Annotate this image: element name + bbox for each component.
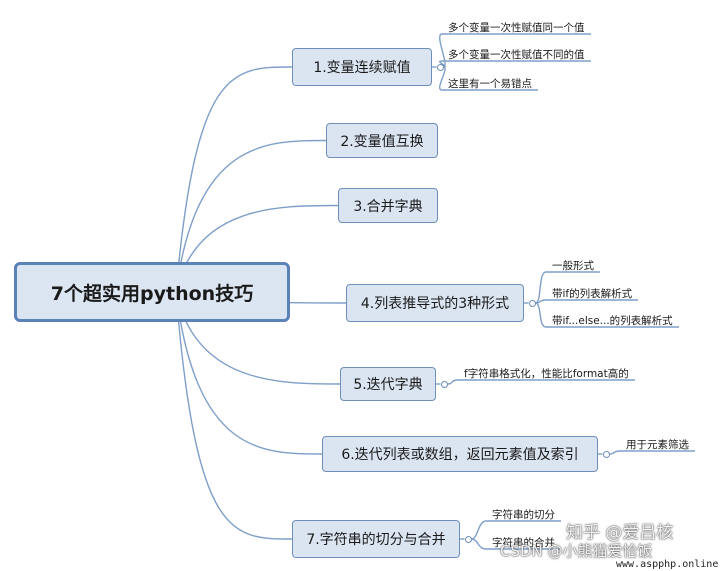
connector-leaf-7-2 bbox=[471, 538, 487, 550]
branch-node-7[interactable]: 7.字符串的切分与合并 bbox=[292, 520, 460, 558]
collapse-toggle-5[interactable] bbox=[440, 380, 448, 388]
connector-branch-6 bbox=[175, 291, 323, 455]
root-node[interactable]: 7个超实用python技巧 bbox=[14, 262, 290, 322]
leaf-6-1[interactable]: 用于元素筛选 bbox=[626, 439, 689, 451]
csdn-watermark: CSDN @小熊猫爱恰饭 bbox=[500, 542, 653, 560]
leaf-7-1[interactable]: 字符串的切分 bbox=[492, 509, 555, 521]
leaf-7-2[interactable]: 字符串的合并 bbox=[492, 537, 555, 549]
connector-branch-1 bbox=[175, 66, 293, 293]
connector-leaf-7-1 bbox=[471, 520, 487, 540]
connector-leaf-4-1 bbox=[535, 271, 547, 304]
collapse-toggle-6[interactable] bbox=[602, 450, 610, 458]
connector-branch-5 bbox=[175, 291, 341, 385]
connector-leaf-4-3 bbox=[535, 302, 547, 328]
connector-leaf-6-1 bbox=[609, 450, 621, 455]
branch-node-1[interactable]: 1.变量连续赋值 bbox=[292, 48, 432, 86]
leaf-4-2[interactable]: 带if的列表解析式 bbox=[552, 288, 633, 300]
connector-branch-2 bbox=[175, 139, 327, 293]
branch-node-3[interactable]: 3.合并字典 bbox=[338, 188, 438, 223]
connector-leaf-5-1 bbox=[447, 379, 459, 385]
zhihu-watermark: 知乎 @爱吕核 bbox=[566, 523, 674, 543]
connector-branch-7 bbox=[175, 291, 293, 540]
leaf-1-2[interactable]: 多个变量一次性赋值不同的值 bbox=[448, 49, 585, 61]
leaf-5-1[interactable]: f字符串格式化，性能比format高的 bbox=[464, 368, 629, 380]
connector-leaf-1-3 bbox=[439, 66, 446, 91]
site-watermark: www.aspphp.online bbox=[616, 559, 719, 570]
leaf-4-3[interactable]: 带if...else...的列表解析式 bbox=[552, 315, 673, 327]
collapse-toggle-1[interactable] bbox=[436, 63, 444, 71]
collapse-toggle-7[interactable] bbox=[464, 535, 472, 543]
leaf-1-3[interactable]: 这里有一个易错点 bbox=[448, 78, 532, 90]
branch-node-6[interactable]: 6.迭代列表或数组，返回元素值及索引 bbox=[322, 436, 598, 472]
branch-node-4[interactable]: 4.列表推导式的3种形式 bbox=[346, 284, 524, 322]
branch-node-2[interactable]: 2.变量值互换 bbox=[326, 123, 438, 158]
leaf-4-1[interactable]: 一般形式 bbox=[552, 260, 594, 272]
branch-node-5[interactable]: 5.迭代字典 bbox=[340, 367, 436, 401]
leaf-1-1[interactable]: 多个变量一次性赋值同一个值 bbox=[448, 22, 585, 34]
collapse-toggle-4[interactable] bbox=[528, 299, 536, 307]
